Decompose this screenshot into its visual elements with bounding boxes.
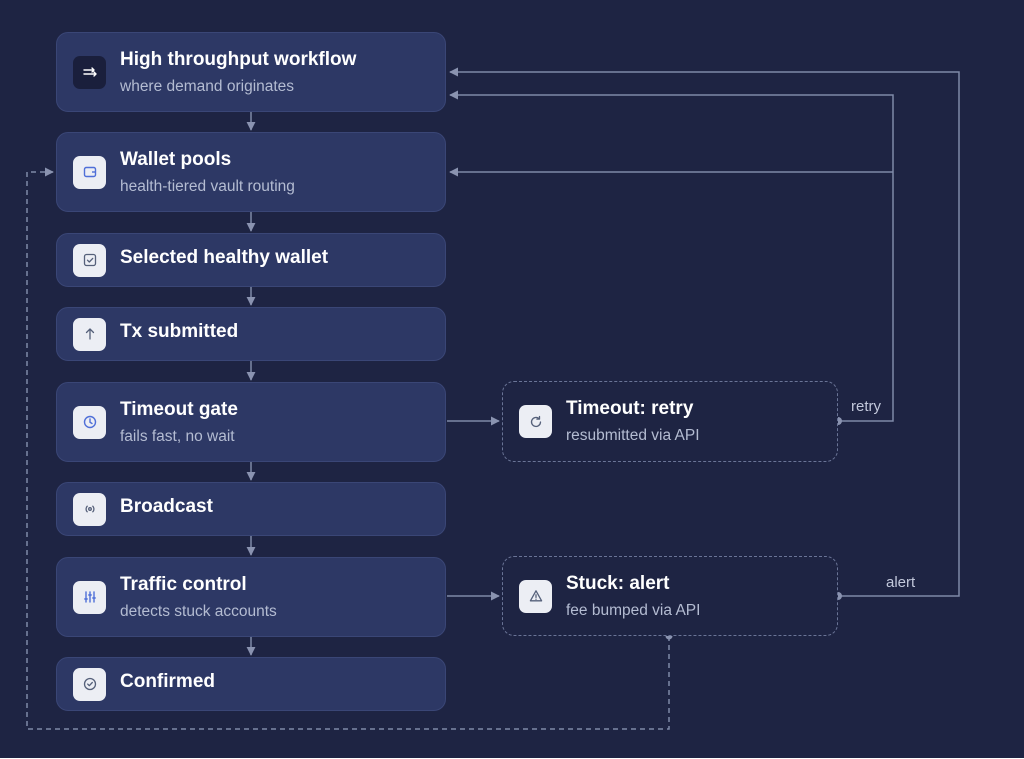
node-title: Timeout: retry [566,398,694,419]
warning-icon [519,579,552,613]
node-title: Timeout gate [120,399,238,420]
node-traffic-control: Traffic control detects stuck accounts [56,557,446,637]
node-title: Traffic control [120,574,247,595]
edge-alert-loop [449,67,960,597]
arrow-up-icon [73,317,106,351]
node-confirmed: Confirmed [56,657,446,711]
node-broadcast: Broadcast [56,482,446,536]
node-title: Wallet pools [120,149,232,170]
node-title: High throughput workflow [120,49,357,70]
node-subtitle: fails fast, no wait [120,428,235,445]
edge-alert-to-pools-dashed [26,167,670,730]
node-subtitle: resubmitted via API [566,427,700,444]
clock-icon [73,405,106,439]
edge-label-alert: alert [886,574,916,591]
edge-retry-loop [449,90,894,422]
wallet-icon [73,155,106,189]
refresh-icon [519,405,552,438]
node-title: Selected healthy wallet [120,247,329,268]
node-title: Stuck: alert [566,573,670,594]
node-title: Tx submitted [120,321,239,342]
node-workflow: High throughput workflow where demand or… [56,32,446,112]
node-selected-wallet: Selected healthy wallet [56,233,446,287]
node-wallet-pools: Wallet pools health-tiered vault routing [56,132,446,212]
sliders-icon [73,580,106,614]
node-subtitle: where demand originates [120,78,295,95]
node-stuck-alert: Stuck: alert fee bumped via API [502,556,838,636]
broadcast-icon [73,492,106,526]
node-title: Confirmed [120,671,215,692]
node-subtitle: health-tiered vault routing [120,178,295,195]
node-timeout-gate: Timeout gate fails fast, no wait [56,382,446,462]
check-circle-icon [73,667,106,701]
arrows-right-icon [73,55,106,89]
node-timeout-retry: Timeout: retry resubmitted via API [502,381,838,462]
edge-label-retry: retry [851,398,881,415]
node-subtitle: fee bumped via API [566,602,701,619]
node-title: Broadcast [120,496,213,517]
check-square-icon [73,243,106,277]
node-tx-submitted: Tx submitted [56,307,446,361]
node-subtitle: detects stuck accounts [120,603,277,620]
